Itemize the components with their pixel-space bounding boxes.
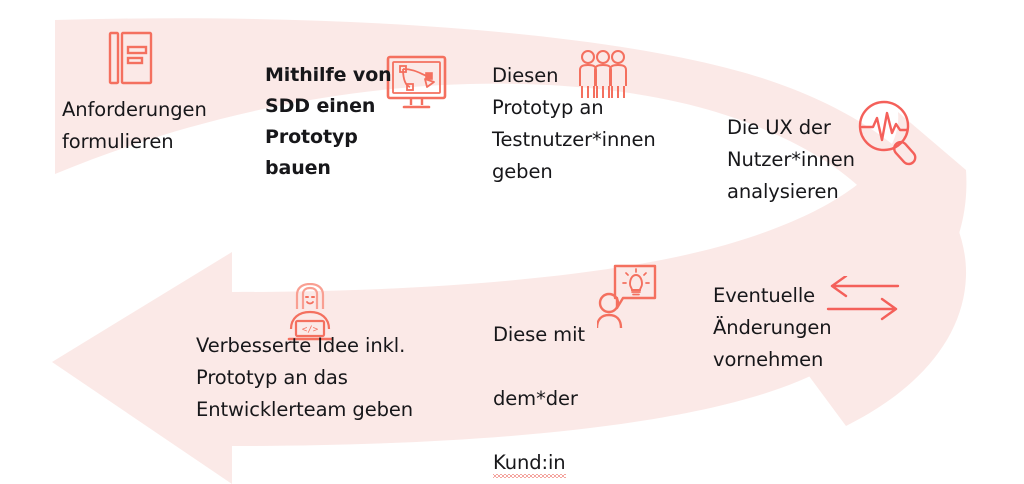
svg-text:</>: </> — [302, 325, 319, 335]
monitor-pen-tool-icon-svg — [386, 55, 447, 109]
step-6-label: Diese mit dem*der Kund:in besprechen — [493, 287, 623, 484]
step-6-line-1: Diese mit — [493, 323, 585, 346]
bottom-band-arrow — [52, 112, 967, 484]
step-7-label: Verbesserte Idee inkl. Prototyp an das E… — [196, 334, 414, 421]
step-6-line-3: Kund:in — [493, 447, 566, 479]
step-6-line-3-wrapper: Kund:in — [493, 447, 623, 479]
step-6-line-2: dem*der — [493, 387, 578, 410]
book-icon — [108, 30, 154, 90]
top-band-sweep — [55, 18, 967, 426]
step-4-label: Die UX der Nutzer*innen analysieren — [727, 116, 855, 203]
three-people-icon — [576, 48, 630, 106]
step-5-label: Eventuelle Änderungen vornehmen — [713, 284, 832, 371]
monitor-pen-tool-icon — [386, 55, 448, 117]
magnifier-heartbeat-icon — [857, 100, 923, 172]
developer-laptop-icon-svg: </> — [287, 282, 333, 341]
three-people-icon-svg — [579, 50, 627, 98]
magnifier-heartbeat-icon-svg — [858, 100, 917, 166]
person-lightbulb-bubble-icon-svg — [595, 264, 657, 329]
person-lightbulb-bubble-icon — [595, 264, 659, 332]
step-1-label: Anforderungen formulieren — [62, 98, 207, 153]
two-way-arrows-icon-svg — [826, 274, 900, 321]
step-2-label: Mithilfe von SDD einen Prototyp bauen — [265, 64, 392, 179]
two-way-arrows-icon — [826, 274, 902, 328]
step-3-label: Diesen Prototyp an Testnutzer*innen gebe… — [492, 64, 656, 183]
book-icon-svg — [108, 31, 153, 85]
developer-laptop-icon: </> — [281, 282, 339, 349]
